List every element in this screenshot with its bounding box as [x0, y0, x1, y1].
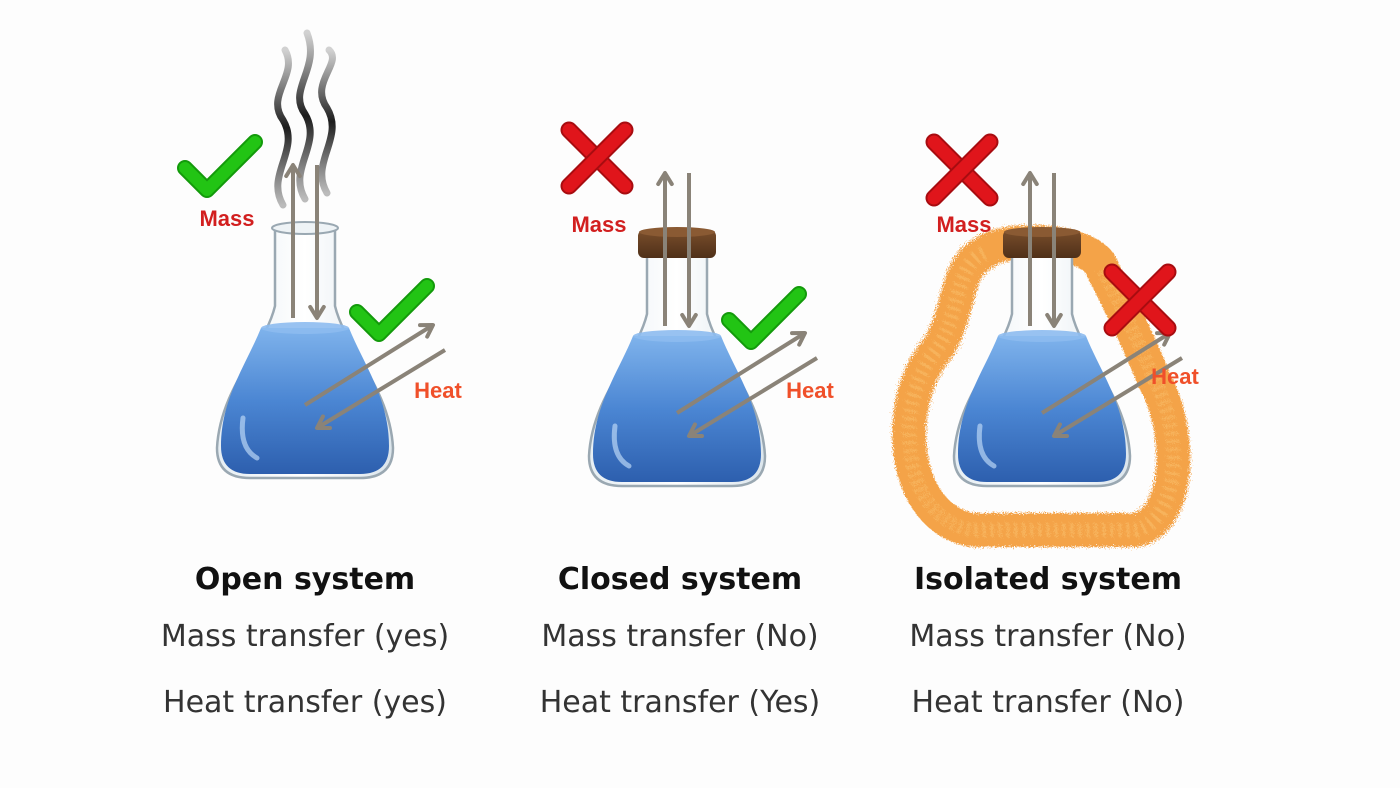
isolated-system-title: Isolated system [914, 562, 1182, 597]
isolated-heat-transfer: Heat transfer (No) [911, 685, 1185, 720]
heat-label: Heat [786, 378, 834, 403]
mass-arrows-icon [656, 171, 698, 328]
stopper-icon [638, 227, 716, 258]
mass-status [925, 133, 999, 207]
flask-icon [587, 229, 767, 488]
green-check-icon [177, 134, 263, 198]
heat-label: Heat [1151, 364, 1199, 389]
isolated-system-column: Isolated system Mass transfer (No) Heat … [858, 556, 1238, 736]
open-heat-transfer: Heat transfer (yes) [163, 685, 447, 720]
red-cross-icon [560, 121, 634, 195]
isolated-mass-transfer: Mass transfer (No) [909, 619, 1187, 654]
mass-arrows-icon [1021, 171, 1063, 328]
stopper-icon [1003, 227, 1081, 258]
green-check-icon [721, 286, 807, 350]
heat-label: Heat [414, 378, 462, 403]
open-mass-transfer: Mass transfer (yes) [160, 619, 450, 654]
heat-arrows-icon [675, 331, 819, 439]
heat-status [349, 278, 435, 342]
green-check-icon [349, 278, 435, 342]
steam-icon [274, 29, 336, 209]
insulation-icon [892, 225, 1191, 547]
mass-label: Mass [936, 212, 991, 237]
mass-status [560, 121, 634, 195]
flask-icon [215, 221, 395, 480]
mass-arrows-icon [284, 163, 326, 320]
mass-label: Mass [199, 206, 254, 231]
open-system-column: Open system Mass transfer (yes) Heat tra… [115, 556, 495, 736]
heat-status [1103, 263, 1177, 337]
red-cross-icon [925, 133, 999, 207]
red-cross-icon [1103, 263, 1177, 337]
closed-system-title: Closed system [557, 562, 803, 597]
heat-arrows-icon [303, 323, 447, 431]
closed-system-column: Closed system Mass transfer (No) Heat tr… [490, 556, 870, 736]
open-system-title: Open system [194, 562, 416, 597]
mass-label: Mass [571, 212, 626, 237]
closed-mass-transfer: Mass transfer (No) [541, 619, 819, 654]
closed-heat-transfer: Heat transfer (Yes) [539, 685, 821, 720]
mass-status [177, 134, 263, 198]
flask-icon [952, 229, 1132, 488]
heat-status [721, 286, 807, 350]
